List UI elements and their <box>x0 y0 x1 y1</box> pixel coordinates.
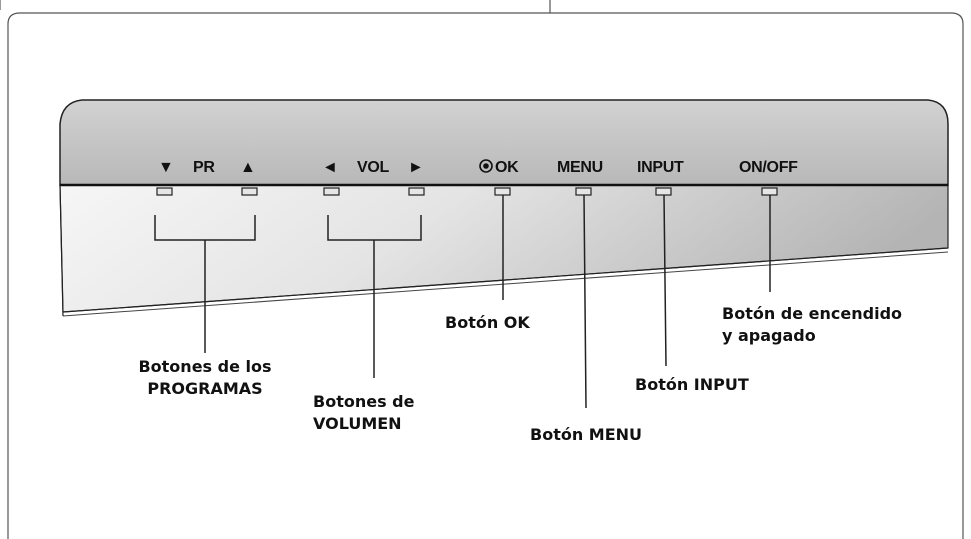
callout-ok: Botón OK <box>445 312 530 334</box>
callout-onoff-line2: y apagado <box>722 326 816 345</box>
panel-front-face <box>59 184 949 313</box>
menu-button[interactable] <box>575 187 592 196</box>
vol-label: VOL <box>357 159 390 176</box>
input-leader <box>663 194 667 367</box>
onoff-label: ON/OFF <box>739 159 798 176</box>
control-panel <box>59 99 949 317</box>
pr-label: PR <box>193 159 215 176</box>
menu-leader <box>583 194 587 409</box>
vol-left-arrow: ◄ <box>322 159 338 176</box>
callout-programas-line1: Botones de los <box>138 357 272 376</box>
callout-onoff-line1: Botón de encendido <box>722 304 903 323</box>
vol-left-button[interactable] <box>323 187 340 196</box>
callout-programas: Botones de los PROGRAMAS <box>112 356 298 400</box>
callout-volumen: Botones de VOLUMEN <box>313 391 414 435</box>
callout-volumen-line2: VOLUMEN <box>313 414 402 433</box>
input-label: INPUT <box>637 159 684 176</box>
vol-right-button[interactable] <box>408 187 425 196</box>
pr-down-arrow: ▼ <box>158 159 174 176</box>
pr-down-button[interactable] <box>156 187 173 196</box>
callout-input: Botón INPUT <box>635 374 749 396</box>
callout-input-text: Botón INPUT <box>635 375 749 394</box>
callout-volumen-line1: Botones de <box>313 392 415 411</box>
callout-menu: Botón MENU <box>530 424 642 446</box>
ok-icon <box>479 159 493 173</box>
callout-menu-text: Botón MENU <box>530 425 643 444</box>
onoff-button[interactable] <box>761 187 778 196</box>
vol-right-arrow: ► <box>408 159 424 176</box>
menu-label: MENU <box>557 159 603 176</box>
pr-up-arrow: ▲ <box>240 159 256 176</box>
input-button[interactable] <box>655 187 672 196</box>
ok-button[interactable] <box>494 187 511 196</box>
callout-programas-line2: PROGRAMAS <box>147 379 263 398</box>
panel-labels: ▼ PR ▲ ◄ VOL ► OK MENU INPUT ON/OFF <box>158 159 798 176</box>
leader-lines <box>154 194 771 409</box>
pr-up-button[interactable] <box>241 187 258 196</box>
ok-label: OK <box>495 159 519 176</box>
panel-buttons <box>156 187 778 196</box>
panel-top-face <box>59 99 949 186</box>
callout-ok-text: Botón OK <box>445 313 530 332</box>
callout-onoff: Botón de encendido y apagado <box>722 303 902 347</box>
